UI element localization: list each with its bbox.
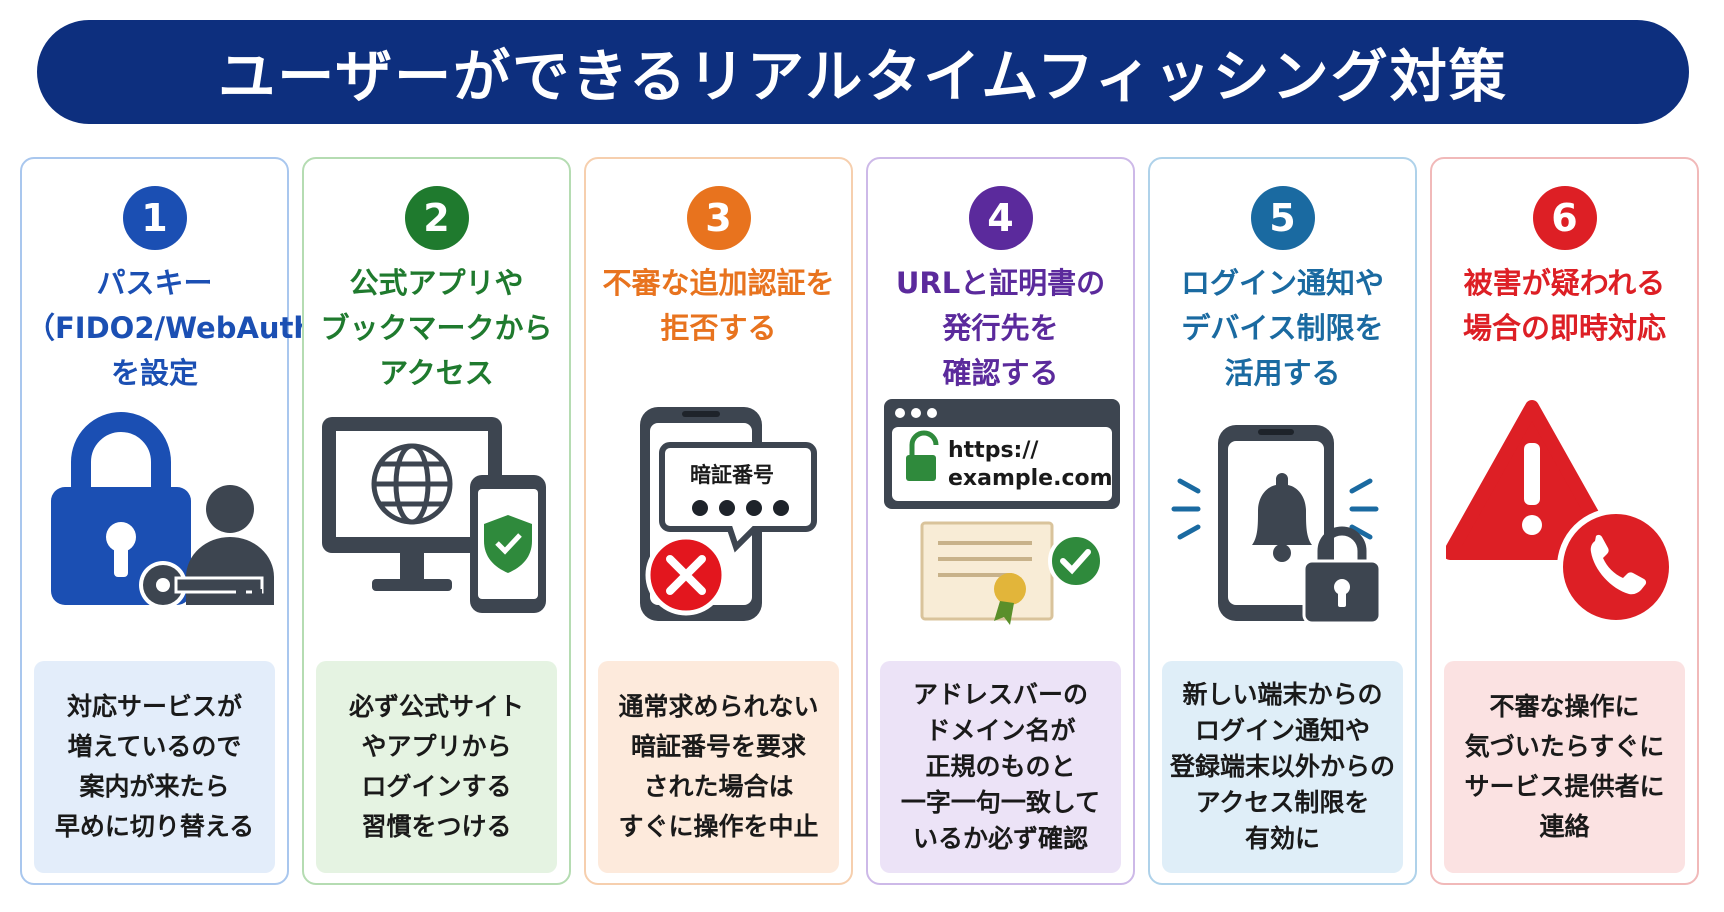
url-certificate-illustration: https:// example.com [882, 397, 1122, 627]
card-heading: ログイン通知や デバイス制限を 活用する [1154, 261, 1411, 396]
reject-x-icon [645, 534, 727, 616]
card-heading: 被害が疑われる 場合の即時対応 [1436, 261, 1693, 351]
card-heading: 不審な追加認証を 拒否する [590, 261, 847, 351]
login-notification-illustration [1164, 397, 1404, 627]
description-line: 案内が来たら [79, 772, 230, 801]
description-line: 通常求められない [618, 692, 819, 721]
heading-line: 場合の即時対応 [1462, 311, 1666, 345]
step-number-badge: 2 [404, 186, 469, 250]
heading-line: URLと証明書の [895, 266, 1106, 300]
description-line: すぐに操作を中止 [618, 812, 819, 841]
description-line: 連絡 [1539, 812, 1590, 841]
pin-dialog-label: 暗証番号 [690, 463, 774, 487]
heading-line: 活用する [1224, 356, 1341, 390]
card-immediate-response: 6 被害が疑われる 場合の即時対応 不審な操作に 気づいたらすぐに サービス提供… [1430, 157, 1699, 885]
page-title: ユーザーができるリアルタイムフィッシング対策 [218, 44, 1508, 110]
description-line: 有効に [1244, 824, 1320, 853]
heading-line: 不審な追加認証を [602, 266, 835, 300]
heading-line: アクセス [379, 356, 494, 390]
step-number-badge: 5 [1250, 186, 1315, 250]
url-line: https:// [948, 438, 1039, 463]
step-number-badge: 4 [968, 186, 1033, 250]
card-description: 必ず公式サイト やアプリから ログインする 習慣をつける [316, 661, 557, 873]
card-description: 対応サービスが 増えているので 案内が来たら 早めに切り替える [34, 661, 275, 873]
card-url-certificate: 4 URLと証明書の 発行先を 確認する https:// example.co… [866, 157, 1135, 885]
heading-line: 拒否する [660, 311, 777, 345]
description-line: 一字一句一致して [900, 788, 1101, 817]
url-line: example.com [948, 466, 1113, 491]
heading-line: 被害が疑われる [1463, 266, 1666, 300]
description-line: 不審な操作に [1489, 692, 1640, 721]
pin-dialog-icon: 暗証番号 [659, 442, 817, 553]
description-line: いるか必ず確認 [912, 824, 1088, 853]
card-description: 通常求められない 暗証番号を要求 された場合は すぐに操作を中止 [598, 661, 839, 873]
certificate-icon [920, 521, 1054, 625]
description-line: 気づいたらすぐに [1464, 732, 1665, 761]
description-line: アドレスバーの [912, 680, 1088, 709]
notification-wave-icon [1171, 478, 1379, 540]
globe-icon [371, 443, 453, 525]
passkey-illustration [36, 397, 276, 627]
description-line: ログインする [361, 772, 512, 801]
description-line: ドメイン名が [925, 716, 1076, 745]
card-description: 不審な操作に 気づいたらすぐに サービス提供者に 連絡 [1444, 661, 1685, 873]
heading-line: ログイン通知や [1180, 266, 1384, 300]
step-number-badge: 6 [1532, 186, 1597, 250]
card-official-app: 2 公式アプリや ブックマークから アクセス [302, 157, 571, 885]
open-lock-icon [906, 430, 939, 481]
immediate-response-illustration [1443, 397, 1686, 627]
description-line: 正規のものと [925, 752, 1076, 781]
description-line: ログイン通知や [1194, 716, 1370, 745]
padlock-icon [1302, 526, 1382, 625]
description-line: 暗証番号を要求 [630, 732, 806, 761]
check-icon [1048, 533, 1104, 589]
card-heading: パスキー （FIDO2/WebAuthn） を設定 [26, 261, 364, 396]
bell-icon [1252, 473, 1312, 562]
card-description: アドレスバーの ドメイン名が 正規のものと 一字一句一致して いるか必ず確認 [880, 661, 1121, 873]
key-icon [139, 561, 264, 609]
description-line: 増えているので [67, 732, 242, 761]
heading-line: パスキー [96, 266, 213, 300]
description-line: 必ず公式サイト [348, 692, 524, 721]
heading-line: 確認する [942, 356, 1059, 390]
card-description: 新しい端末からの ログイン通知や 登録端末以外からの アクセス制限を 有効に [1162, 661, 1403, 873]
title-banner: ユーザーができるリアルタイムフィッシング対策 [37, 20, 1689, 124]
heading-line: ブックマークから [320, 311, 553, 345]
heading-line: を設定 [110, 356, 198, 390]
card-heading: URLと証明書の 発行先を 確認する [872, 261, 1129, 396]
description-line: 習慣をつける [361, 812, 512, 841]
warning-icon [1443, 400, 1621, 560]
shield-check-icon [484, 515, 532, 573]
description-line: された場合は [643, 772, 794, 801]
official-access-illustration [318, 397, 558, 627]
phone-icon [1557, 508, 1675, 626]
description-line: サービス提供者に [1464, 772, 1665, 801]
description-line: 早めに切り替える [54, 812, 255, 841]
heading-line: デバイス制限を [1181, 311, 1384, 345]
description-line: アクセス制限を [1195, 788, 1370, 817]
heading-line: 発行先を [942, 311, 1059, 345]
heading-line: （FIDO2/WebAuthn） [26, 311, 364, 345]
reject-auth-illustration: 暗証番号 [600, 397, 840, 627]
heading-line: 公式アプリや [349, 266, 524, 300]
description-line: 登録端末以外からの [1169, 752, 1395, 781]
card-reject-auth: 3 不審な追加認証を 拒否する 暗証番号 [584, 157, 853, 885]
description-line: 対応サービスが [66, 692, 242, 721]
card-heading: 公式アプリや ブックマークから アクセス [308, 261, 565, 396]
description-line: やアプリから [361, 732, 512, 761]
card-login-notification: 5 ログイン通知や デバイス制限を 活用する [1148, 157, 1417, 885]
step-number-badge: 1 [122, 186, 187, 250]
description-line: 新しい端末からの [1182, 680, 1383, 709]
step-number-badge: 3 [686, 186, 751, 250]
browser-window-icon [884, 399, 1120, 509]
card-passkey: 1 パスキー （FIDO2/WebAuthn） を設定 [20, 157, 364, 885]
